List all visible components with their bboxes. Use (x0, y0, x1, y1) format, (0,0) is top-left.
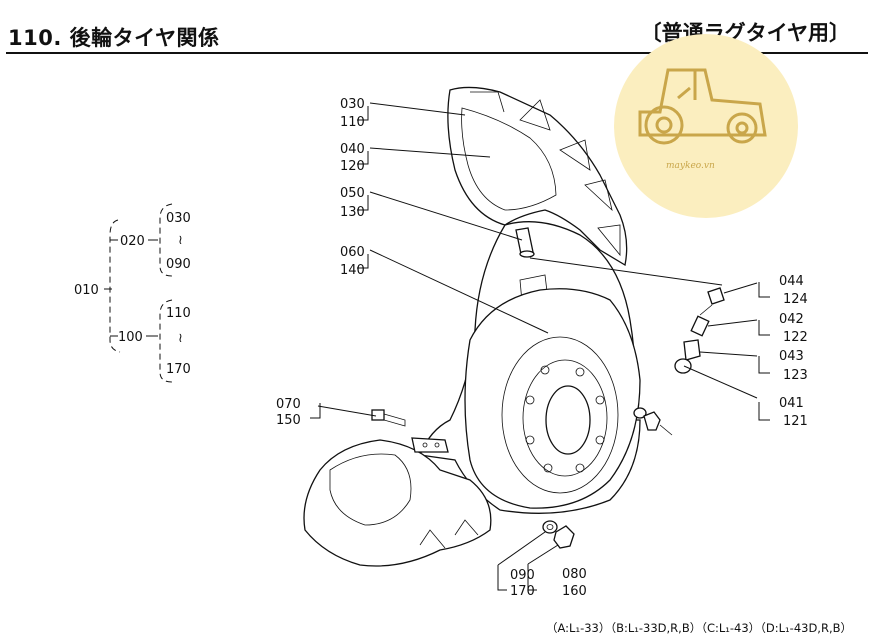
tire-lower (303, 439, 492, 567)
label-150: 150 (276, 413, 301, 428)
label-123: 123 (783, 368, 808, 383)
label-041: 041 (779, 396, 804, 411)
label-042: 042 (779, 312, 804, 327)
watermark: maykeo.vn (614, 34, 798, 218)
label-070: 070 (276, 397, 301, 412)
label-080: 080 (562, 567, 587, 582)
tree-range-end-170: 170 (166, 362, 191, 377)
tree-range-end-090: 090 (166, 257, 191, 272)
page-title: 110. 後輪タイヤ関係 (8, 26, 220, 50)
leader-lines (317, 102, 758, 566)
label-140: 140 (340, 263, 365, 278)
watermark-text: maykeo.vn (666, 161, 715, 171)
label-043: 043 (779, 349, 804, 364)
assembly-tree: 010 020 030 ≀ 090 100 110 ≀ 170 (74, 203, 191, 383)
label-130: 130 (340, 205, 365, 220)
washer-nut-080 (542, 520, 575, 549)
tree-range-tilde-2: ≀ (178, 331, 183, 346)
tree-range-tilde-1: ≀ (178, 233, 183, 248)
label-120: 120 (340, 159, 365, 174)
model-footnote: （A:L₁-33）（B:L₁-33D,R,B）（C:L₁-43）（D:L₁-43… (546, 621, 852, 635)
label-030: 030 (340, 97, 365, 112)
label-090: 090 (510, 568, 535, 583)
watermark-circle (614, 34, 798, 218)
tractor-icon (638, 68, 767, 145)
label-160: 160 (562, 584, 587, 599)
label-060: 060 (340, 245, 365, 260)
callout-labels: 030 110 040 120 050 130 060 140 070 150 … (276, 97, 808, 599)
wheel-rim (464, 288, 641, 509)
tree-root-010: 010 (74, 283, 99, 298)
valve-assembly (674, 287, 725, 374)
washer-nut-right (633, 407, 673, 436)
tree-range-start-110: 110 (166, 306, 191, 321)
label-044: 044 (779, 274, 804, 289)
label-121: 121 (783, 414, 808, 429)
label-110: 110 (340, 115, 365, 130)
header-rule (6, 52, 868, 54)
label-170: 170 (510, 584, 535, 599)
tree-range-start-030: 030 (166, 211, 191, 226)
label-122: 122 (783, 330, 808, 345)
bracket (411, 437, 449, 453)
tire-upper (447, 86, 628, 267)
label-050: 050 (340, 186, 365, 201)
label-124: 124 (783, 292, 808, 307)
label-040: 040 (340, 142, 365, 157)
callout-brackets (310, 106, 770, 591)
valve-stem (515, 227, 535, 258)
tree-group-020: 020 (120, 234, 145, 249)
tree-group-100: 100 (118, 330, 143, 345)
bolt-070 (371, 409, 406, 427)
